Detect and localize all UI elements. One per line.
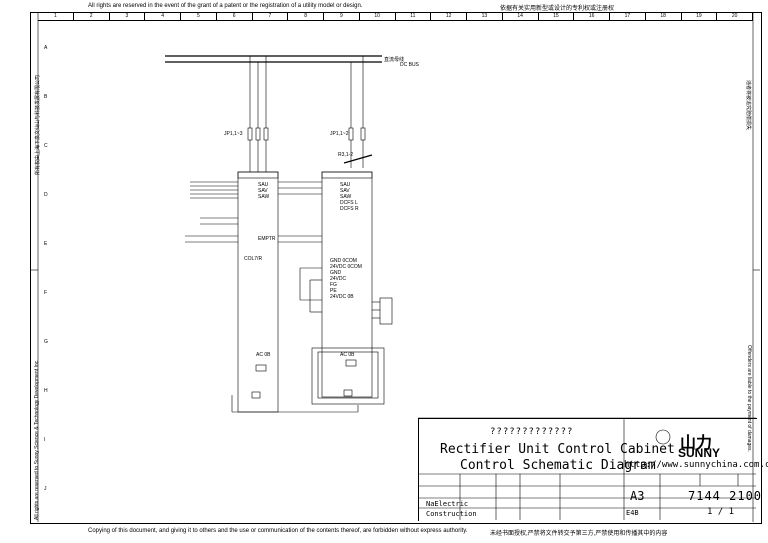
row-index: A [44, 45, 48, 51]
column-index: 3 [110, 12, 146, 20]
drawing-title-line2: Control Schematic Diagram [460, 458, 656, 473]
row-index: D [44, 192, 48, 198]
column-index: 11 [396, 12, 432, 20]
signal-label-0: SAU [258, 182, 269, 188]
signal-label-2: SAW [258, 194, 270, 200]
copy-notice-cn: 未经书面授权,严禁将文件转交予第三方,严禁使用和传播其中的内容 [490, 531, 668, 537]
brand-logo-cn: 山力 [680, 435, 713, 452]
power-label-0: GND 0COM [330, 258, 357, 264]
checked-by-value: Construction [426, 510, 477, 518]
ac-label-right: AC 0B [340, 352, 355, 358]
column-index: 9 [324, 12, 360, 20]
fuse-label-right: JP1,1~2 [330, 131, 349, 137]
power-label-5: PE [330, 288, 337, 294]
row-index: C [44, 143, 48, 149]
sheet-number: 1 / 1 [707, 507, 735, 517]
row-index: F [44, 290, 48, 296]
company-url: http://www.sunnychina.com.cn [624, 460, 768, 470]
row-index: B [44, 94, 48, 100]
title-block [418, 418, 757, 521]
column-index: 2 [74, 12, 110, 20]
signal-label-1: SAV [258, 188, 268, 194]
column-index: 1 [38, 12, 74, 20]
port-label-1: SAV [340, 188, 350, 194]
row-index: H [44, 388, 48, 394]
copy-notice-en: Copying of this document, and giving it … [88, 528, 468, 534]
column-index: 12 [431, 12, 467, 20]
port-label-4: DCFS R [340, 206, 359, 212]
revision-tag: E4B [626, 509, 639, 517]
column-index: 15 [539, 12, 575, 20]
port-label-3: DCFS L [340, 200, 358, 206]
power-label-1: 24VDC 0COM [330, 264, 362, 270]
row-index: G [44, 339, 48, 345]
title-question-marks: ????????????? [490, 427, 574, 437]
power-label-4: FG [330, 282, 337, 288]
row-index: J [44, 486, 47, 492]
resistor-label: R3,1-2 [338, 152, 354, 158]
document-number: 7144 2100 [688, 489, 763, 503]
column-index: 4 [145, 12, 181, 20]
row-index: I [44, 437, 46, 443]
column-index: 5 [181, 12, 217, 20]
dc-bus-label: DC BUS [400, 62, 419, 68]
column-index: 17 [610, 12, 646, 20]
drawing-frame [30, 12, 762, 524]
port-label-2: SAW [340, 194, 352, 200]
column-index: 13 [467, 12, 503, 20]
rights-notice-en: All rights are reserved in the event of … [88, 3, 363, 9]
fuse-label-left: JP1,1~3 [224, 131, 243, 137]
ac-label-left: AC 0B [256, 352, 271, 358]
power-label-6: 24VDC 0B [330, 294, 354, 300]
power-label-2: GND [330, 270, 342, 276]
port-label-0: SAU [340, 182, 351, 188]
column-index: 14 [503, 12, 539, 20]
column-index: 18 [646, 12, 682, 20]
column-index: 7 [253, 12, 289, 20]
column-index: 20 [717, 12, 753, 20]
drawing-title-line1: Rectifier Unit Control Cabinet [440, 442, 675, 457]
column-index: 6 [217, 12, 253, 20]
module-title: COL7/R [244, 256, 263, 262]
column-index: 19 [682, 12, 718, 20]
column-index: 16 [574, 12, 610, 20]
column-index: 8 [288, 12, 324, 20]
signal-label-3: EMPTR [258, 236, 276, 242]
rights-notice-cn: 依据有关实用新型或设计的专利权或注册权 [500, 6, 615, 12]
paper-format: A3 [630, 489, 645, 503]
dc-bus-cn-label: 直流母线 [384, 57, 405, 63]
brand-logo-en: SUNNY [678, 446, 721, 460]
column-index: 10 [360, 12, 396, 20]
drawn-by-value: NaElectric [426, 500, 469, 508]
row-index: E [44, 241, 48, 247]
power-label-3: 24VDC [330, 276, 347, 282]
